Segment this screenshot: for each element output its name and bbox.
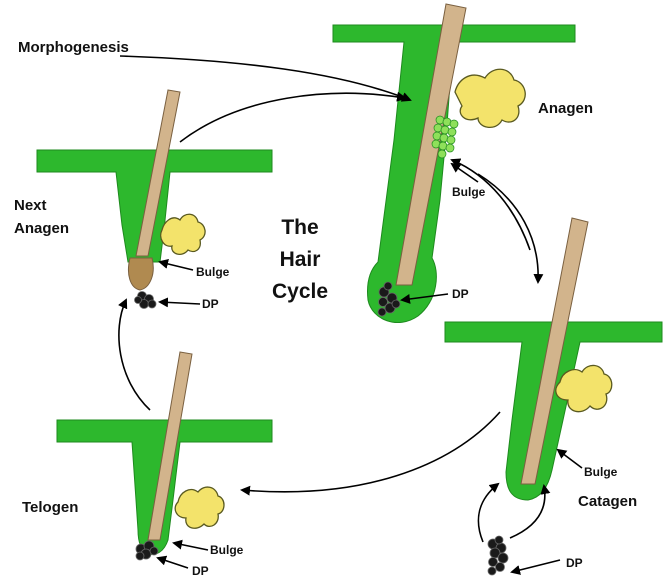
anagen-sebaceous-gland — [455, 69, 525, 127]
pointer-next-anagen-bulge — [160, 262, 193, 270]
arrow-catagen-to-anagen — [452, 160, 530, 250]
telogen-sebaceous-gland — [175, 487, 224, 528]
label-next-anagen-line2: Anagen — [14, 220, 69, 237]
label-next-anagen-dp: DP — [202, 297, 219, 311]
telogen-follicle — [57, 352, 272, 560]
label-catagen-bulge: Bulge — [584, 465, 618, 479]
label-anagen-dp: DP — [452, 287, 469, 301]
arrow-next-anagen-to-anagen — [180, 93, 405, 142]
next-anagen-sebaceous-gland — [161, 214, 205, 254]
label-catagen: Catagen — [578, 493, 637, 510]
label-next-anagen-bulge: Bulge — [196, 265, 230, 279]
label-morphogenesis: Morphogenesis — [18, 39, 129, 56]
pointer-telogen-bulge — [174, 543, 208, 550]
arrow-dp-up-left — [478, 484, 498, 542]
arrow-catagen-to-telogen — [242, 412, 500, 492]
catagen-follicle — [445, 218, 662, 575]
label-next-anagen-line1: Next — [14, 197, 47, 214]
pointer-next-anagen-dp — [160, 302, 200, 304]
title-line2: Hair — [280, 248, 321, 271]
arrow-anagen-to-catagen — [478, 174, 538, 282]
pointer-catagen-bulge — [558, 450, 582, 468]
title-line1: The — [281, 216, 318, 239]
label-anagen: Anagen — [538, 100, 593, 117]
pointer-telogen-dp — [158, 558, 188, 568]
title-line3: Cycle — [272, 280, 328, 303]
pointer-catagen-dp — [512, 560, 560, 572]
label-anagen-bulge: Bulge — [452, 185, 486, 199]
label-catagen-dp: DP — [566, 556, 583, 570]
label-telogen-dp: DP — [192, 564, 209, 578]
catagen-dp — [488, 536, 508, 575]
label-telogen-bulge: Bulge — [210, 543, 244, 557]
next-anagen-dp — [135, 292, 157, 309]
label-telogen: Telogen — [22, 499, 78, 516]
next-anagen-secondary-germ — [128, 258, 153, 290]
next-anagen-follicle — [37, 90, 272, 309]
arrow-telogen-to-next-anagen — [119, 300, 150, 410]
